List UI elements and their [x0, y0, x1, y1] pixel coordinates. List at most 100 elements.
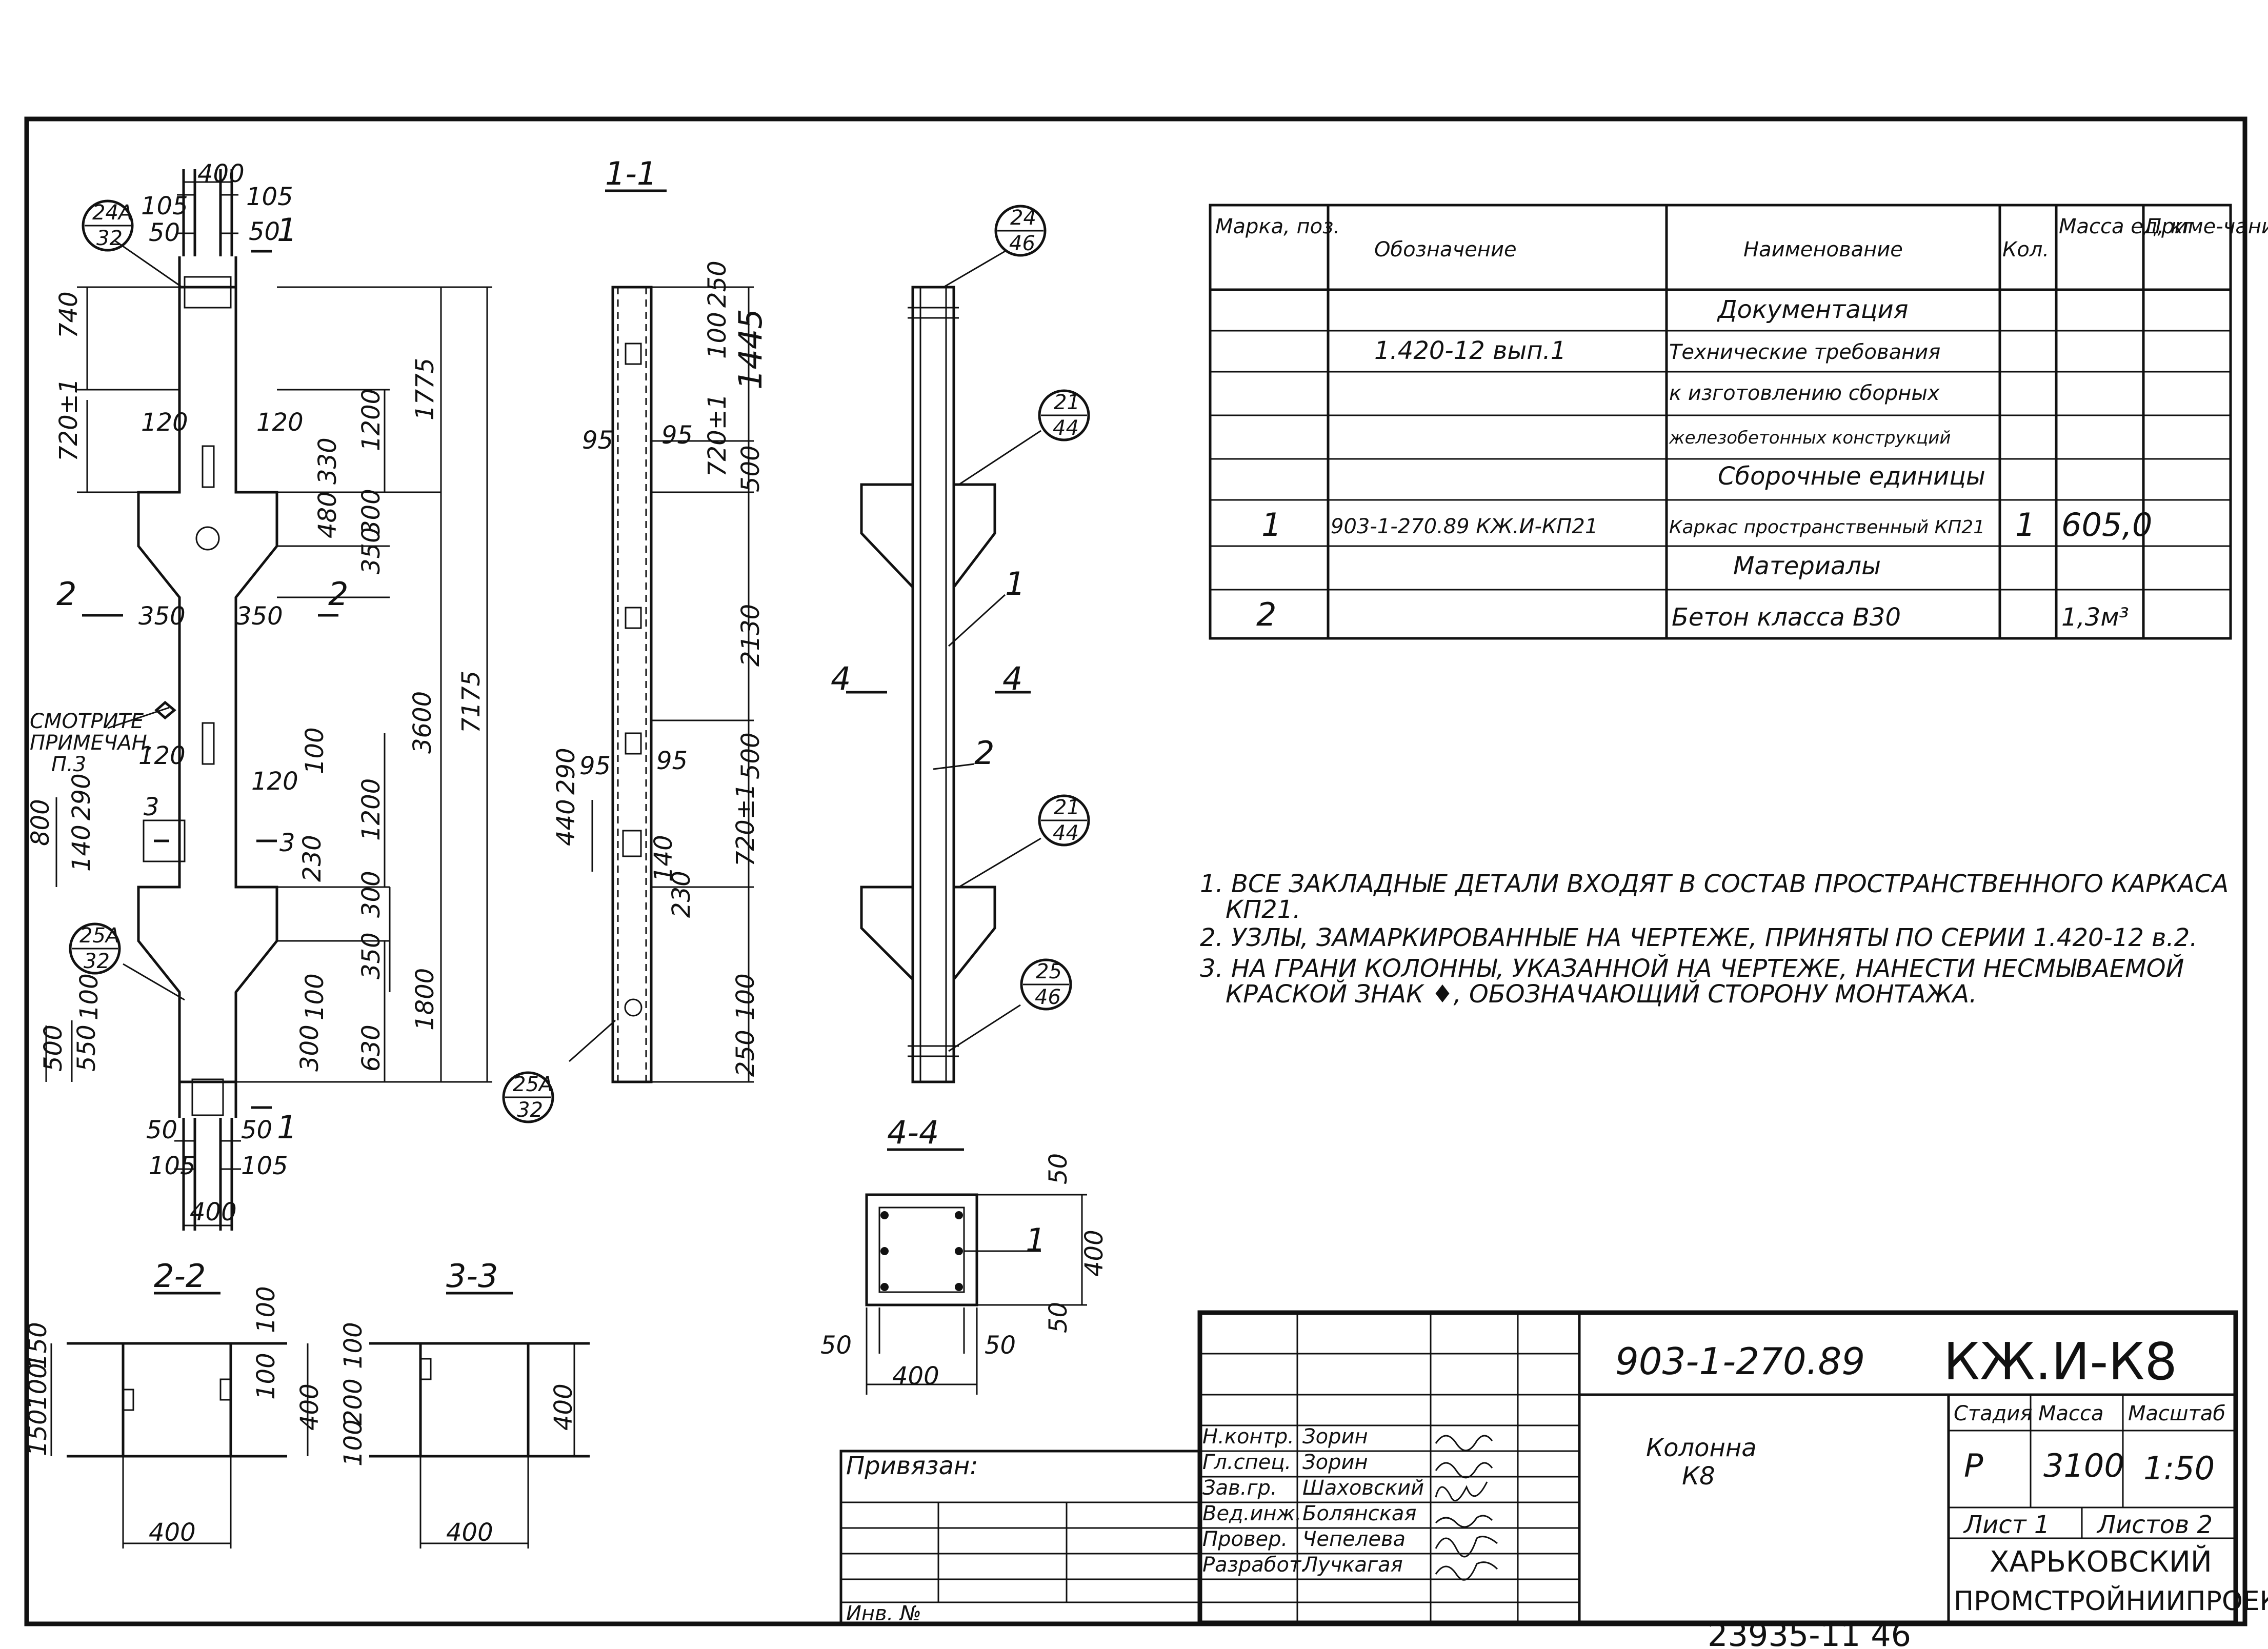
dim: 330 — [313, 437, 342, 485]
section-3-3-dims: 100 200 100 400 400 — [339, 1322, 578, 1547]
svg-text:44: 44 — [1053, 821, 1079, 845]
dim: 50 — [249, 217, 280, 246]
note-line: 2. УЗЛЫ, ЗАМАРКИРОВАННЫЕ НА ЧЕРТЕЖЕ, ПРИ… — [1200, 923, 2198, 952]
svg-text:Н.контр.: Н.контр. — [1202, 1425, 1294, 1449]
svg-text:400: 400 — [149, 1518, 196, 1547]
elevation-dimensions: 400 105 105 50 50 740 720±1 1200 1775 12… — [26, 159, 486, 1226]
svg-text:95: 95 — [582, 426, 613, 455]
svg-text:Шаховский: Шаховский — [1302, 1476, 1424, 1500]
spec-cell: Материалы — [1733, 552, 1881, 580]
dim: 50 — [149, 218, 180, 247]
dim: 740 — [54, 291, 83, 338]
svg-text:150: 150 — [24, 1322, 52, 1369]
cage-labels: 1 2 4 4 — [831, 565, 1025, 772]
svg-text:200: 200 — [339, 1378, 368, 1425]
svg-text:Стадия: Стадия — [1954, 1402, 2032, 1425]
dim: 120 — [251, 767, 298, 796]
dim: 120 — [256, 408, 304, 437]
dim: 1200 — [357, 778, 386, 841]
dim: 550 — [72, 1024, 101, 1072]
callout-bubble: 24 46 — [994, 205, 1047, 257]
svg-text:400: 400 — [295, 1383, 324, 1431]
callout-bubbles: 24А 32 25А 32 25А 32 24 46 21 44 21 44 — [69, 199, 1090, 1123]
svg-text:Масштаб: Масштаб — [2128, 1402, 2225, 1425]
spec-header: Кол. — [2002, 238, 2049, 262]
svg-text:4: 4 — [831, 660, 851, 697]
element-mark: К8 — [1682, 1462, 1715, 1491]
dim: 50 — [241, 1116, 272, 1144]
spec-cell: 2 — [1256, 596, 1276, 633]
svg-text:150: 150 — [24, 1409, 52, 1456]
dim: 800 — [26, 799, 55, 846]
spec-header: Приме-чание — [2146, 215, 2268, 238]
spec-cell: Технические требования — [1669, 340, 1940, 364]
dim: 720±1 — [54, 378, 83, 461]
callout-bubble: 25А 32 — [502, 1071, 554, 1123]
drawing-code: КЖ.И-К8 — [1943, 1332, 2177, 1392]
dim: 1775 — [411, 358, 439, 420]
callout-bubble: 21 44 — [1038, 389, 1090, 441]
dim: 105 — [241, 1152, 288, 1180]
svg-text:290: 290 — [552, 748, 580, 795]
dim: 300 — [295, 1024, 324, 1072]
section-title-2-2: 2-2 — [154, 1257, 206, 1295]
note-line: КП21. — [1226, 895, 1301, 924]
spec-cell: 1 — [2015, 506, 2035, 544]
spec-cell: Бетон класса В30 — [1672, 603, 1901, 632]
side-view-dimensions: 250 100 1445 95 95 720±1 500 2130 95 95 … — [552, 260, 769, 1077]
svg-text:21: 21 — [1054, 391, 1080, 414]
svg-text:95: 95 — [579, 752, 611, 780]
svg-text:100: 100 — [24, 1363, 52, 1410]
reinforcement-cage — [846, 250, 1041, 1083]
signatures — [1435, 1435, 1498, 1581]
svg-text:100: 100 — [731, 973, 760, 1020]
dim: 500 — [39, 1024, 68, 1072]
svg-text:Болянская: Болянская — [1302, 1502, 1416, 1525]
dim: 140 — [67, 824, 96, 872]
svg-text:2130: 2130 — [736, 604, 765, 667]
section-2-2-dims: 150 100 150 100 100 400 400 — [24, 1286, 324, 1547]
section-2-2 — [50, 1342, 309, 1549]
svg-text:720±1: 720±1 — [731, 783, 760, 867]
svg-text:46: 46 — [1009, 232, 1035, 255]
svg-text:25А: 25А — [513, 1073, 553, 1096]
svg-text:1:50: 1:50 — [2143, 1450, 2215, 1487]
svg-text:720±1: 720±1 — [703, 394, 732, 477]
svg-text:1445: 1445 — [732, 309, 769, 390]
section-title-3-3: 3-3 — [446, 1257, 498, 1295]
dim: 100 — [75, 973, 104, 1020]
svg-text:2: 2 — [974, 734, 994, 772]
svg-text:32: 32 — [517, 1098, 543, 1122]
svg-text:Чепелева: Чепелева — [1302, 1527, 1406, 1551]
svg-text:Гл.спец.: Гл.спец. — [1202, 1451, 1291, 1474]
callout-bubble: 25 46 — [1020, 958, 1072, 1011]
organization: ХАРЬКОВСКИЙ — [1990, 1545, 2212, 1579]
dim: 1200 — [357, 389, 386, 451]
svg-text:46: 46 — [1035, 986, 1061, 1009]
dim: 7175 — [457, 671, 486, 733]
general-notes: 1. ВСЕ ЗАКЛАДНЫЕ ДЕТАЛИ ВХОДЯТ В СОСТАВ … — [1200, 870, 2229, 1009]
svg-text:44: 44 — [1053, 416, 1079, 440]
section-4-4-dims: 50 400 50 1 50 400 50 — [820, 1153, 1109, 1391]
archive-number: 23935-11 46 — [1708, 1616, 1911, 1649]
svg-text:400: 400 — [892, 1362, 939, 1391]
column-elevation — [45, 169, 492, 1231]
svg-text:32: 32 — [96, 227, 123, 250]
section-3-3 — [369, 1342, 590, 1549]
svg-text:1: 1 — [1026, 1221, 1046, 1259]
callout-bubble: 25А 32 — [69, 922, 121, 975]
svg-text:3100: 3100 — [2043, 1447, 2124, 1484]
note-ref: ПРИМЕЧАН. — [30, 731, 153, 755]
section-mark: 1 — [277, 211, 297, 249]
dim: 1800 — [411, 968, 439, 1031]
section-title-1-1: 1-1 — [605, 155, 657, 192]
dim: 350 — [357, 527, 386, 574]
svg-text:Р: Р — [1964, 1447, 1983, 1484]
svg-text:50: 50 — [1044, 1153, 1073, 1184]
dim: 350 — [138, 602, 186, 631]
spec-table-text: Марка, поз. Обозначение Наименование Кол… — [1215, 215, 2268, 633]
svg-text:95: 95 — [656, 747, 688, 775]
svg-text:Разработ.: Разработ. — [1202, 1553, 1308, 1577]
dim: 350 — [357, 932, 386, 979]
svg-text:400: 400 — [446, 1518, 493, 1547]
